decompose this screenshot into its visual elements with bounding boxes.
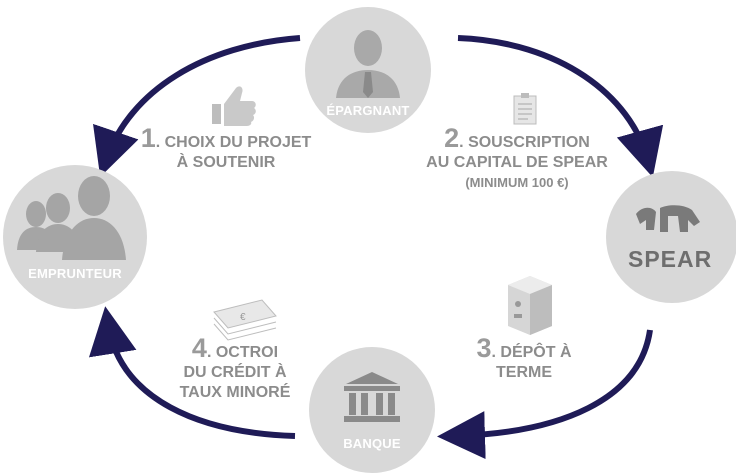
step-2-line-3: (MINIMUM 100 €) (465, 175, 569, 190)
step-1-line-1: . CHOIX DU PROJET (155, 134, 312, 151)
group-icon (17, 176, 126, 260)
spear-logo-icon (636, 205, 700, 232)
step-1-number: 1 (140, 123, 156, 153)
banque-label: BANQUE (343, 436, 401, 451)
banknote-symbol: € (240, 312, 246, 323)
document-icon (513, 93, 537, 125)
step-2-number: 2 (444, 123, 460, 153)
bank-icon (344, 372, 400, 422)
step-4-line-2: DU CRÉDIT À (183, 364, 287, 381)
arrow-epargnant-to-emprunteur (93, 35, 301, 178)
step-3-line-2: TERME (496, 364, 552, 381)
spear-circle (606, 171, 736, 303)
epargnant-label: ÉPARGNANT (326, 103, 410, 118)
step-4-line-3: TAUX MINORÉ (179, 384, 291, 401)
banknote-icon: € (213, 299, 277, 341)
arrow-banque-to-emprunteur (89, 306, 296, 439)
step-3-line-1: . DÉPÔT À (491, 344, 572, 361)
step-2-line-1: . SOUSCRIPTION (459, 134, 590, 151)
person-icon (336, 30, 400, 98)
step-2-line-2: AU CAPITAL DE SPEAR (426, 154, 608, 171)
safe-icon (508, 276, 552, 335)
arrow-spear-to-banque (437, 329, 653, 460)
step-2-text: 2. SOUSCRIPTION AU CAPITAL DE SPEAR (MIN… (410, 125, 624, 193)
thumbs-up-icon (212, 86, 256, 126)
banque-circle (309, 347, 435, 473)
step-4-number: 4 (191, 333, 207, 363)
spear-label: SPEAR (628, 246, 713, 272)
step-1-line-2: À SOUTENIR (176, 154, 276, 171)
arrow-epargnant-to-spear (457, 35, 664, 178)
step-4-line-1: . OCTROI (206, 344, 279, 361)
step-1-text: 1. CHOIX DU PROJET À SOUTENIR (126, 125, 326, 173)
emprunteur-label: EMPRUNTEUR (28, 266, 122, 281)
step-3-number: 3 (476, 333, 492, 363)
step-4-text: 4. OCTROI DU CRÉDIT À TAUX MINORÉ (162, 335, 308, 403)
step-3-text: 3. DÉPÔT À TERME (462, 335, 586, 383)
